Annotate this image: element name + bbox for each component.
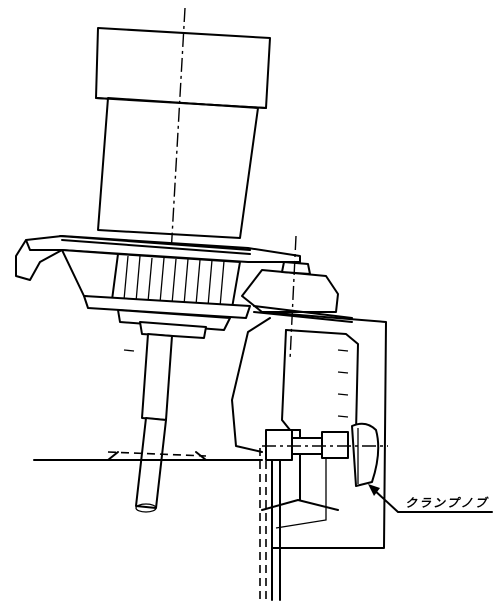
leader-line [368,484,493,513]
motor-housing [95,27,271,239]
vertical-post [259,448,281,601]
clamp-knob-label: クランプノブ [405,496,489,510]
table-line [33,451,263,461]
bracket-arm [241,235,353,361]
gearbox-body [61,249,251,339]
mounting-flange [15,235,301,281]
spindle-shaft [123,333,173,513]
clamp-knob [262,422,388,487]
